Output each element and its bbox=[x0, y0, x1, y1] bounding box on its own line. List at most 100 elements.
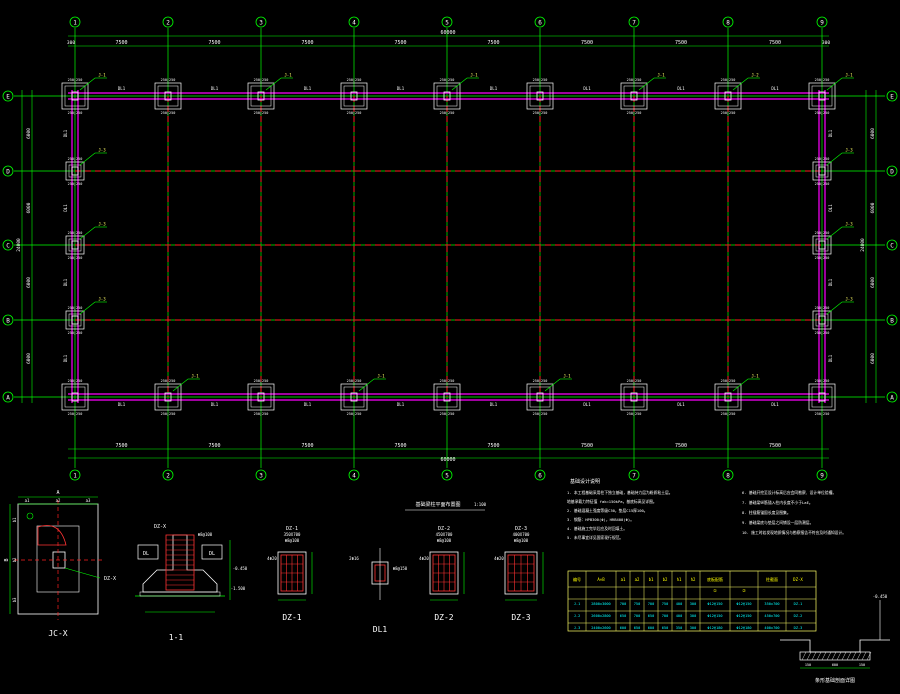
jc-ref-bubble bbox=[26, 512, 34, 520]
dim-bay-bottom: 7500 bbox=[208, 443, 220, 449]
footing-dim-tag: 250|250 bbox=[440, 379, 455, 383]
dz1-outline bbox=[277, 551, 307, 595]
table-header-cell: b1 bbox=[649, 577, 654, 582]
dim-bay-bottom: 7500 bbox=[301, 443, 313, 449]
footing-callout: J-1 bbox=[751, 374, 759, 379]
footing-outline bbox=[620, 82, 648, 110]
axis-bubble-top bbox=[628, 16, 640, 28]
footing-dim-tag: 250|250 bbox=[627, 412, 642, 416]
axis-bubble-right bbox=[886, 314, 898, 326]
column-section bbox=[257, 91, 265, 101]
notes-line: 9. 基础梁底与垫层之间铺设一层防潮层。 bbox=[742, 520, 813, 525]
jc-title: JC-X bbox=[48, 629, 67, 638]
footing-dim-tag: 250|250 bbox=[815, 256, 830, 260]
axis-label-bottom: 8 bbox=[726, 473, 730, 480]
footing-dim-tag: 250|250 bbox=[347, 111, 362, 115]
axis-bubble-top bbox=[348, 16, 360, 28]
footing-step bbox=[811, 386, 833, 408]
dz2-spec: 450X700 bbox=[436, 532, 453, 537]
table-cell: 600 bbox=[648, 626, 655, 630]
axis-bubble-right bbox=[886, 165, 898, 177]
footing-dim-tag: 250|250 bbox=[254, 111, 269, 115]
footing-dim-tag: 250|250 bbox=[440, 412, 455, 416]
dim-bay-top: 7500 bbox=[675, 40, 687, 46]
notes-line: 4. 基础施工完毕后应及时回填土。 bbox=[567, 526, 627, 531]
dz2-bars: 4Φ20 bbox=[419, 556, 429, 561]
footing-outline bbox=[340, 383, 368, 411]
table-header-cell: 底板配筋 bbox=[707, 576, 723, 582]
beam-label: DL1 bbox=[828, 129, 833, 137]
table-cell: J-3 bbox=[574, 626, 581, 630]
axis-bubble-left bbox=[2, 239, 14, 251]
axis-label-left: E bbox=[6, 94, 10, 101]
dim-bay-top: 7500 bbox=[301, 40, 313, 46]
dz1-stirrup-label: Φ8@100 bbox=[285, 538, 300, 543]
footing-callout: J-3 bbox=[98, 148, 106, 153]
footing-dim-tag: 250|250 bbox=[721, 78, 736, 82]
axis-bubble-top bbox=[441, 16, 453, 28]
notes-line: 2. 基础混凝土强度等级C30，垫层C15厚100。 bbox=[567, 508, 648, 513]
section-title: 1-1 bbox=[169, 633, 184, 642]
section-label: DL bbox=[209, 551, 215, 557]
table-cell: Φ12@150 bbox=[736, 614, 751, 618]
axis-label-bottom: 3 bbox=[259, 473, 263, 480]
axis-bubble-right bbox=[886, 239, 898, 251]
dim-row-right: 6000 bbox=[870, 277, 876, 288]
footing-outline bbox=[61, 383, 89, 411]
footing-outline bbox=[65, 310, 85, 330]
axis-bubble-top bbox=[816, 16, 828, 28]
footing-dim-tag: 250|250 bbox=[533, 412, 548, 416]
dim-total-right: 24000 bbox=[860, 238, 866, 252]
table-cell: J-2 bbox=[574, 614, 581, 618]
strip-hatch bbox=[846, 651, 852, 661]
column-section bbox=[630, 392, 638, 402]
beam-label: DL1 bbox=[771, 86, 779, 91]
table-cell: 650 bbox=[648, 614, 655, 618]
footing-step bbox=[68, 313, 82, 327]
beam-label: DL1 bbox=[63, 278, 68, 286]
beam-label: DL1 bbox=[583, 86, 591, 91]
axis-bubble-bottom bbox=[69, 469, 81, 481]
column-section bbox=[818, 392, 826, 402]
beam-label: DL1 bbox=[63, 204, 68, 212]
table-cell: Φ12@180 bbox=[736, 626, 751, 630]
footing-outline bbox=[247, 82, 275, 110]
section-column-rebar bbox=[165, 534, 195, 591]
footing-dim-tag: 250|250 bbox=[627, 379, 642, 383]
table-subheader: ② bbox=[742, 588, 746, 593]
table-header-cell: 柱截面 bbox=[766, 576, 778, 582]
table-header-cell: b2 bbox=[663, 577, 668, 582]
footing-dim-tag: 250|250 bbox=[347, 379, 362, 383]
footing-outline bbox=[433, 383, 461, 411]
strip-hatch bbox=[861, 651, 867, 661]
table-cell: 700 bbox=[648, 602, 655, 606]
footing-outline bbox=[247, 383, 275, 411]
section-beam-right bbox=[201, 544, 223, 560]
footing-step bbox=[529, 386, 551, 408]
dim-bay-bottom: 7500 bbox=[675, 443, 687, 449]
table-cell: 650 bbox=[634, 626, 641, 630]
table-cell: 2400x2600 bbox=[591, 626, 610, 630]
footing-dim-tag: 250|250 bbox=[68, 182, 83, 186]
dz1-tag: DZ-1 bbox=[286, 526, 298, 532]
footing-step bbox=[811, 85, 833, 107]
table-cell: 350x700 bbox=[764, 602, 779, 606]
footing-outline bbox=[154, 383, 182, 411]
table-header-cell: h2 bbox=[691, 577, 696, 582]
plan-scale: 1:100 bbox=[474, 502, 487, 507]
footing-step bbox=[64, 386, 86, 408]
table-cell: 700 bbox=[662, 614, 669, 618]
axis-bubble-top bbox=[162, 16, 174, 28]
beam-label: DL1 bbox=[771, 402, 779, 407]
footing-callout: J-1 bbox=[657, 73, 665, 78]
dim-bay-top: 7500 bbox=[394, 40, 406, 46]
footing-step bbox=[68, 238, 82, 252]
dim-row-right: 6000 bbox=[870, 202, 876, 213]
footing-step bbox=[436, 386, 458, 408]
footing-dim-tag: 250|250 bbox=[721, 379, 736, 383]
notes-line: 1. 本工程基础采用柱下独立基础，基础持力层为粉质粘土层。 bbox=[567, 490, 673, 495]
footing-step bbox=[529, 85, 551, 107]
